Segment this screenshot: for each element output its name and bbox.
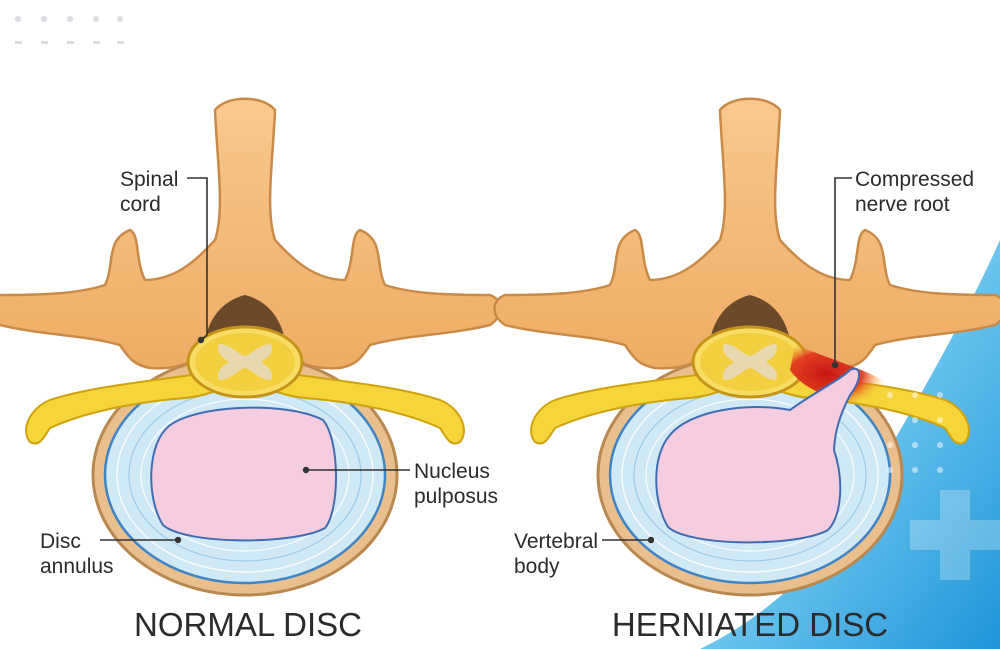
annulus-leader-dot [174, 536, 182, 544]
spinal-cord-leader [187, 177, 208, 341]
nerve-root-leader [834, 177, 852, 365]
label-compressed-nerve-line2: nerve root [855, 193, 950, 216]
label-disc-annulus-line1: Disc [40, 530, 81, 553]
caption-herniated-disc: HERNIATED DISC [612, 606, 888, 643]
label-nucleus-line1: Nucleus [414, 460, 490, 483]
normal-vertebra [0, 97, 503, 597]
nerve-root-leader-dot [831, 361, 839, 369]
caption-normal-disc: NORMAL DISC [134, 606, 362, 643]
label-spinal-cord-line1: Spinal [120, 168, 178, 191]
herniated-vertebra [492, 97, 1000, 597]
label-disc-annulus-line2: annulus [40, 555, 114, 578]
label-nucleus-line2: pulposus [414, 485, 498, 508]
blue-corner-decoration [700, 240, 1000, 649]
dot-grid-decoration [15, 16, 124, 44]
label-vertebral-body-line1: Vertebral [514, 530, 598, 553]
vertebral-body-leader-dot [647, 536, 655, 544]
label-spinal-cord-line2: cord [120, 193, 161, 216]
label-vertebral-body-line2: body [514, 555, 560, 578]
dot-grid-right-decoration [887, 392, 943, 473]
nucleus-leader-dot [302, 466, 310, 474]
label-compressed-nerve-line1: Compressed [855, 168, 974, 191]
spinal-cord-leader-dot [197, 336, 205, 344]
